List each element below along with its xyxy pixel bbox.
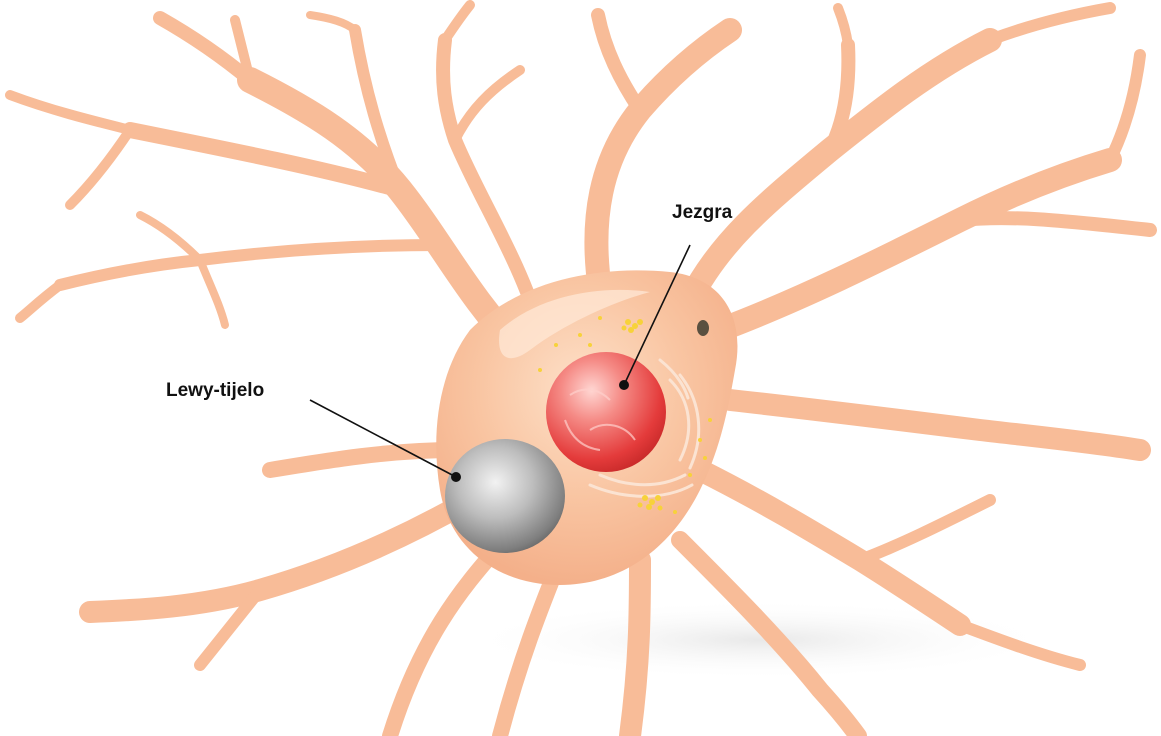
- dendrite-branch: [455, 70, 520, 140]
- dendrite-branch: [598, 15, 640, 110]
- dendrite-bottom: [630, 560, 640, 736]
- dendrite-branch: [140, 215, 200, 260]
- dendrite-upper-left: [250, 80, 520, 350]
- dendrite-branch: [860, 500, 990, 560]
- dendrite-branch: [838, 8, 848, 45]
- dendrite-branch: [20, 285, 60, 318]
- organelle-dark: [697, 320, 709, 336]
- lewy-body-label: Lewy-tijelo: [166, 381, 264, 400]
- nucleus: [546, 352, 666, 472]
- dendrite-upper-right: [690, 40, 990, 300]
- dendrite-branch: [70, 130, 130, 205]
- dendrite-branch: [990, 8, 1110, 40]
- nucleus-label: Jezgra: [672, 203, 732, 222]
- dendrite-branch: [200, 260, 225, 325]
- dendrite-branch: [10, 95, 130, 130]
- dendrite-branch: [310, 15, 355, 30]
- dendrite-branch: [445, 5, 470, 40]
- dendrite-branch: [1110, 55, 1140, 160]
- dendrite-branch: [960, 218, 1150, 230]
- dendrite-branch: [730, 400, 1140, 450]
- dendrite-branch: [60, 245, 440, 285]
- lewy-body: [445, 439, 565, 553]
- dendrite-branch: [270, 450, 455, 470]
- dendrite-lower-left: [90, 500, 470, 612]
